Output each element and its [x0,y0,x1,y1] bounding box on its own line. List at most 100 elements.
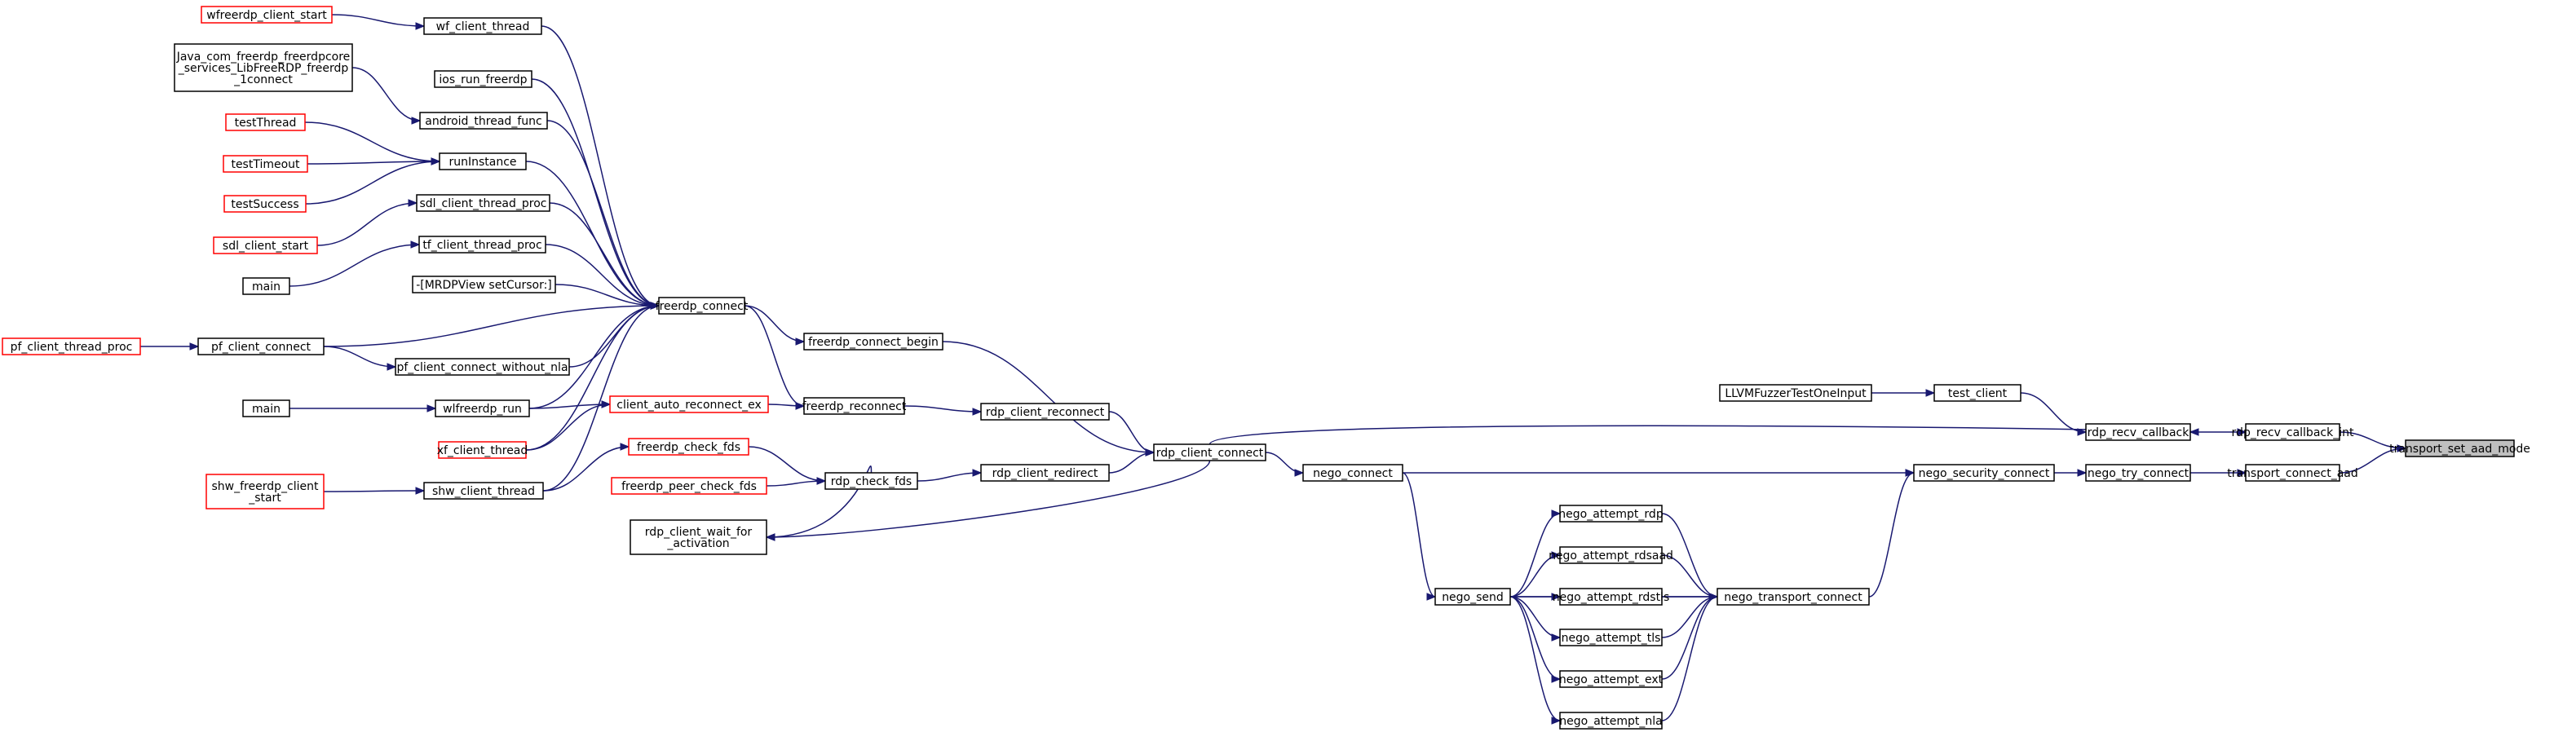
node-nego-attempt-rdstls[interactable]: nego_attempt_rdstls [1553,588,1670,606]
node-java-com-freerdp[interactable]: Java_com_freerdp_freerdpcore_services_Li… [174,43,353,92]
node-main-tf[interactable]: main [242,277,290,295]
node-box [2405,439,2515,457]
node-shw-freerdp-client-start[interactable]: shw_freerdp_client_start [205,474,325,509]
node-freerdp-check-fds[interactable]: freerdp_check_fds [628,438,749,456]
node-client-auto-reconnect-ex[interactable]: client_auto_reconnect_ex [609,395,769,413]
edge-arrowhead [408,199,418,207]
node-xf-client-thread[interactable]: xf_client_thread [437,441,528,459]
node-box [223,155,308,173]
node-shw-client-thread[interactable]: shw_client_thread [423,482,544,500]
node-label: main [252,403,281,416]
node-label: nego_attempt_ext [1559,673,1664,686]
node-freerdp-peer-check-fds[interactable]: freerdp_peer_check_fds [611,477,767,495]
node-transport-set-aad-mode[interactable]: transport_set_aad_mode [2389,439,2530,457]
edge-line [304,121,440,162]
edge-line [351,67,421,121]
node-main-wl[interactable]: main [242,399,290,417]
node-label: nego_attempt_nla [1559,715,1662,728]
node-mrdpview-setcursor[interactable]: -[MRDPView setCursor:] [412,276,556,293]
node-rdp-client-redirect[interactable]: rdp_client_redirect [980,464,1110,482]
node-freerdp-connect[interactable]: freerdp_connect [656,297,749,315]
node-label: pf_client_connect [211,341,312,354]
node-nego-security-connect[interactable]: nego_security_connect [1913,464,2055,482]
node-test-client[interactable]: test_client [1933,384,2021,402]
nodes-layer: transport_set_aad_mode rdp_recv_callback_… [2,6,2530,730]
edge-nego_transport_connect-to-nego_security_connect [1868,469,1915,598]
edge-nego_send-to-nego_attempt_rdsaad [1509,551,1562,598]
node-llvmfuzzertestoneinput[interactable]: LLVMFuzzerTestOneInput [1719,384,1872,402]
node-nego-try-connect[interactable]: nego_try_connect [2085,464,2191,482]
edge-arrowhead [1551,509,1562,518]
node-box [1717,588,1870,606]
edge-line [744,305,805,407]
node-pf-client-connect[interactable]: pf_client_connect [197,337,325,355]
edge-arrowhead [1551,593,1562,601]
edge-pf_client_thread_proc-to-pf_client_connect [139,342,200,351]
edge-line [1509,596,1561,721]
node-nego-attempt-rdsaad[interactable]: nego_attempt_rdsaad [1549,546,1673,564]
node-label: testSuccess [231,198,298,211]
edge-rdp_check_fds-to-rdp_client_wait_for_activation [765,465,873,541]
edge-arrowhead [2237,428,2247,436]
edge-test_client-to-rdp_recv_callback [2020,392,2088,436]
edge-line [525,305,660,451]
edge-arrowhead [795,337,806,346]
node-testtimeout[interactable]: testTimeout [223,155,308,173]
node-freerdp-reconnect[interactable]: freerdp_reconnect [802,397,907,415]
node-nego-transport-connect[interactable]: nego_transport_connect [1717,588,1870,606]
node-box [205,474,325,509]
node-sdl-client-start[interactable]: sdl_client_start [213,236,318,254]
edge-arrowhead [972,469,983,477]
edges-layer [139,14,2407,725]
node-nego-attempt-nla[interactable]: nego_attempt_nla [1559,712,1663,730]
node-box [1559,505,1663,523]
edge-arrowhead [426,404,437,412]
node-rdp-check-fds[interactable]: rdp_check_fds [824,472,918,490]
node-sdl-client-thread-proc[interactable]: sdl_client_thread_proc [416,194,550,212]
node-label: shw_client_thread [432,485,535,498]
node-label: wfreerdp_client_start [206,9,327,22]
node-nego-connect[interactable]: nego_connect [1302,464,1403,482]
edge-freerdp_connect-to-freerdp_connect_begin [744,305,806,346]
node-rdp-recv-callback[interactable]: rdp_recv_callback [2085,423,2191,441]
node-label: rdp_client_connect [1156,447,1264,460]
node-rdp-client-connect[interactable]: rdp_client_connect [1153,443,1266,461]
node-android-thread-func[interactable]: android_thread_func [419,112,548,130]
node-pf-client-thread-proc[interactable]: pf_client_thread_proc [2,337,141,355]
node-testthread[interactable]: testThread [225,113,306,131]
node-nego-attempt-tls[interactable]: nego_attempt_tls [1559,629,1663,646]
node-wfreerdp-client-start[interactable]: wfreerdp_client_start [201,6,333,24]
node-label: pf_client_thread_proc [11,341,133,354]
node-box [803,397,905,415]
edge-arrowhead [816,477,827,485]
edge-line [748,446,826,482]
node-box [1153,443,1266,461]
node-ios-run-freerdp[interactable]: ios_run_freerdp [434,70,532,88]
edge-line [289,244,420,287]
node-nego-send[interactable]: nego_send [1434,588,1511,606]
edge-line [766,465,873,538]
edge-rdp_client_redirect-to-rdp_client_connect [1108,448,1155,474]
node-box [1719,384,1872,402]
node-runinstance[interactable]: runInstance [439,152,527,170]
node-label: transport_connect_aad [2227,467,2358,480]
node-nego-attempt-rdp[interactable]: nego_attempt_rdp [1558,505,1664,523]
node-wlfreerdp-run[interactable]: wlfreerdp_run [435,399,530,417]
node-box [201,6,333,24]
edge-freerdp_connect-to-freerdp_reconnect [744,305,806,410]
node-rdp-recv-callback-int[interactable]: rdp_recv_callback_int [2232,423,2354,441]
node-rdp-client-reconnect[interactable]: rdp_client_reconnect [980,403,1110,421]
node-tf-client-thread-proc[interactable]: tf_client_thread_proc [418,236,546,254]
node-freerdp-connect-begin[interactable]: freerdp_connect_begin [803,333,943,351]
node-transport-connect-aad[interactable]: transport_connect_aad [2227,464,2358,482]
node-testsuccess[interactable]: testSuccess [223,195,307,213]
node-wf-client-thread[interactable]: wf_client_thread [423,17,542,35]
node-label: nego_attempt_rdstls [1553,591,1670,604]
edge-line [323,490,425,492]
edge-line [766,460,1211,538]
node-pf-client-connect-without-nla[interactable]: pf_client_connect_without_nla [395,358,570,376]
node-nego-attempt-ext[interactable]: nego_attempt_ext [1559,670,1664,688]
node-box [242,399,290,417]
node-box [1913,464,2055,482]
node-rdp-client-wait-for-activation[interactable]: rdp_client_wait_for_activation [630,519,767,555]
